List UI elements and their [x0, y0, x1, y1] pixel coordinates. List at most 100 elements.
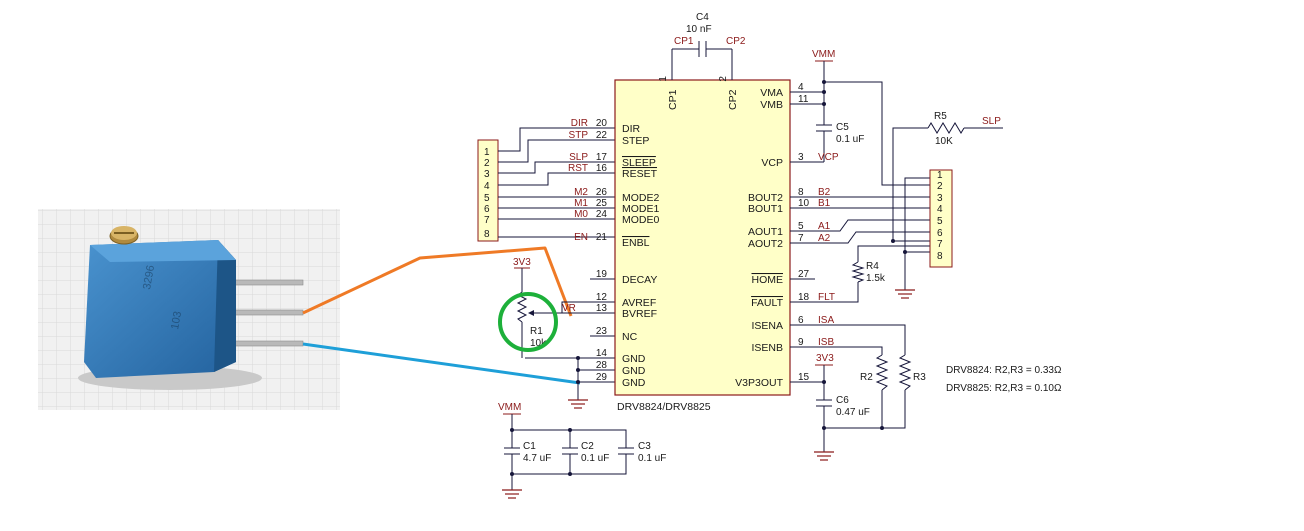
net-label-m1: M1	[574, 198, 588, 209]
right-header-pin-3: 3	[937, 193, 943, 204]
trimmer-photo: 3296 103	[38, 209, 340, 410]
net-label-isa: ISA	[818, 315, 834, 326]
r1-supply-label: 3V3	[513, 257, 531, 268]
ic-pin-number-24: 24	[596, 209, 608, 220]
r2-ref: R2	[860, 372, 873, 383]
ic-pin-name-gnd: GND	[622, 377, 646, 389]
c5-ref: C5	[836, 122, 849, 133]
vmm-supply-right: VMM C5 0.1 uF	[790, 49, 930, 186]
left-header-pin-4: 4	[484, 181, 490, 192]
ic-pin-name-cp1: CP1	[667, 89, 679, 110]
right-header-pin-1: 1	[937, 170, 943, 181]
bulk-capacitors: VMM C1 4.7 uF C2 0.1 uF C3 0.1 uF	[498, 402, 666, 490]
ic-pin-name-avref: AVREF	[622, 297, 656, 309]
net-label-stp: STP	[569, 130, 589, 141]
ic-pin-name-v3p3out: V3P3OUT	[735, 377, 783, 389]
sense-resistors: R2 R3	[790, 324, 926, 430]
ic-pin-number-28: 28	[596, 360, 608, 371]
ic-pin-name-aout2: AOUT2	[748, 238, 783, 250]
svg-text:103: 103	[169, 310, 184, 330]
left-header-pin-2: 2	[484, 158, 490, 169]
ic-pin-name-vma: VMA	[760, 87, 783, 99]
ic-pin-number-10: 10	[798, 198, 810, 209]
vmm-label-top: VMM	[812, 49, 835, 60]
ic-pin-name-isena: ISENA	[751, 320, 783, 332]
ic-pin-name-decay: DECAY	[622, 274, 657, 286]
c4-net-cp1: CP1	[674, 36, 694, 47]
right-header-pin-6: 6	[937, 228, 943, 239]
c3-value: 0.1 uF	[638, 453, 666, 464]
ic-pin-name-mode0: MODE0	[622, 214, 660, 226]
ic-pin-name-fault: FAULT	[751, 297, 783, 309]
ic-pin-name-bout1: BOUT1	[748, 203, 783, 215]
r5-resistor: R5 10K SLP	[892, 111, 1003, 241]
c5-value: 0.1 uF	[836, 134, 864, 145]
net-label-a1: A1	[818, 221, 831, 232]
left-header-pin-6: 6	[484, 204, 490, 215]
right-header-pin-2: 2	[937, 181, 943, 192]
c4-capacitor: C4 10 nF CP1 CP2	[671, 12, 746, 80]
net-label-b1: B1	[818, 198, 831, 209]
c4-ref: C4	[696, 12, 709, 23]
ic-pin-number-16: 16	[596, 163, 608, 174]
ic-pin-name-vmb: VMB	[760, 99, 783, 111]
right-header-pin-4: 4	[937, 204, 943, 215]
ic-pin-number-5: 5	[798, 221, 804, 232]
ic-pin-name-enbl: ENBL	[622, 237, 650, 249]
r4-ref: R4	[866, 261, 879, 272]
ic-pin-name-reset: RESET	[622, 168, 658, 180]
ground-symbol-ic	[568, 399, 588, 409]
c1-value: 4.7 uF	[523, 453, 551, 464]
ic-name: DRV8824/DRV8825	[617, 401, 711, 413]
ic-pin-name-nc: NC	[622, 331, 638, 343]
ic-pin-number-2: 2	[718, 76, 729, 82]
left-header-pin-5: 5	[484, 193, 490, 204]
ic-pin-number-19: 19	[596, 269, 608, 280]
net-label-dir: DIR	[571, 118, 588, 129]
c2-ref: C2	[581, 441, 594, 452]
ic-pin-number-11: 11	[798, 94, 809, 105]
ic-pin-name-mode1: MODE1	[622, 203, 660, 215]
ground-symbol-bulk	[502, 489, 522, 499]
pot-tag: VR	[562, 303, 576, 314]
ic-pin-number-20: 20	[596, 118, 608, 129]
c4-net-cp2: CP2	[726, 36, 746, 47]
ic-pin-number-9: 9	[798, 337, 804, 348]
ic-pin-number-27: 27	[798, 269, 810, 280]
ic-pin-number-13: 13	[596, 303, 608, 314]
c4-value: 10 nF	[686, 24, 712, 35]
net-label-m2: M2	[574, 187, 588, 198]
left-header-pin-1: 1	[484, 147, 490, 158]
ic-pin-name-mode2: MODE2	[622, 192, 660, 204]
ic-pin-number-18: 18	[798, 292, 810, 303]
ic-pin-number-25: 25	[596, 198, 608, 209]
ic-pin-name-gnd: GND	[622, 365, 646, 377]
ic-pin-name-cp2: CP2	[727, 89, 739, 110]
ic-pin-name-bout2: BOUT2	[748, 192, 783, 204]
ic-pin-name-gnd: GND	[622, 353, 646, 365]
ic-pin-number-12: 12	[596, 292, 608, 303]
r5-value: 10K	[935, 136, 953, 147]
net-label-rst: RST	[568, 163, 588, 174]
note-drv8825: DRV8825: R2,R3 = 0.10Ω	[946, 383, 1062, 394]
ic-pin-name-bvref: BVREF	[622, 308, 657, 320]
ic-pin-name-sleep: SLEEP	[622, 157, 656, 169]
right-header-pin-5: 5	[937, 216, 943, 227]
ic-pin-number-17: 17	[596, 152, 608, 163]
r1-ref: R1	[530, 326, 543, 337]
c3-ref: C3	[638, 441, 651, 452]
net-label-flt: FLT	[818, 292, 835, 303]
c2-value: 0.1 uF	[581, 453, 609, 464]
c6-ref: C6	[836, 395, 849, 406]
ic-pin-number-7: 7	[798, 233, 804, 244]
ic-pin-number-6: 6	[798, 315, 804, 326]
ic-pin-number-23: 23	[596, 326, 608, 337]
net-label-m0: M0	[574, 209, 588, 220]
orange-annotation-line	[302, 246, 573, 317]
ic-pin-number-4: 4	[798, 82, 804, 93]
ic-pin-name-home: HOME	[752, 274, 784, 286]
c1-ref: C1	[523, 441, 536, 452]
driver-ic: DRV8824/DRV8825 DIR20STEP22SLEEP17RESET1…	[596, 76, 810, 413]
left-header-pin-8: 8	[484, 229, 490, 240]
